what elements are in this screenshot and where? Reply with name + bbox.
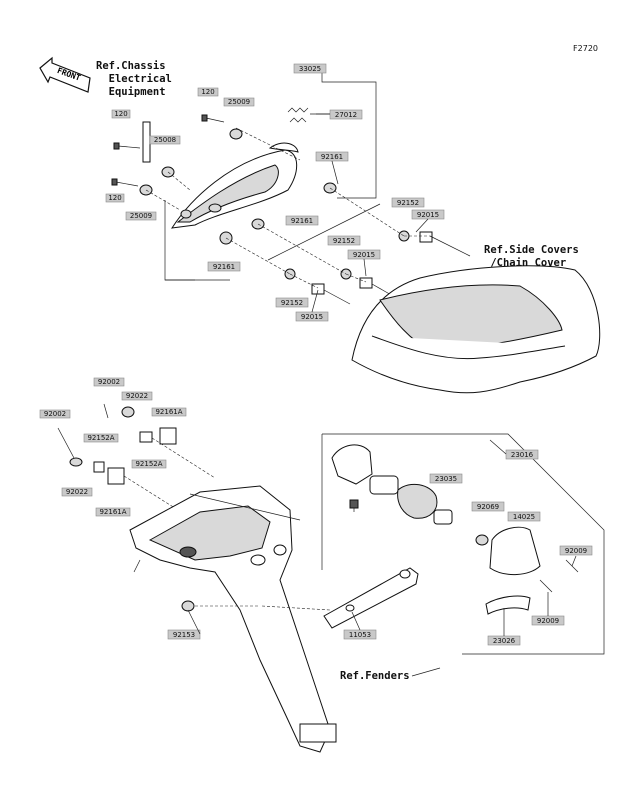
leader-lines-top	[145, 127, 471, 305]
svg-text:120: 120	[108, 194, 121, 202]
tag-92152-a: 92152	[391, 197, 425, 208]
svg-text:92152A: 92152A	[87, 434, 114, 442]
tag-92153: 92153	[167, 629, 201, 640]
svg-text:92161: 92161	[291, 217, 313, 225]
svg-text:33025: 33025	[299, 65, 321, 73]
svg-text:92015: 92015	[417, 211, 439, 219]
tag-92161-top: 92161	[315, 151, 349, 162]
tag-92161-low: 92161	[207, 261, 241, 272]
svg-text:92161A: 92161A	[155, 408, 182, 416]
front-arrow-icon: FRONT	[39, 56, 91, 93]
ref-chassis-electrical[interactable]: Ref.Chassis Electrical Equipment	[96, 60, 172, 98]
svg-text:120: 120	[201, 88, 214, 96]
svg-text:25009: 25009	[228, 98, 250, 106]
tag-92152-b: 92152	[327, 235, 361, 246]
svg-text:92153: 92153	[173, 631, 195, 639]
tag-92015-c: 92015	[295, 311, 329, 322]
ref-side-covers[interactable]: Ref.Side Covers /Chain Cover	[484, 244, 579, 269]
license-light-bracket-part	[261, 567, 419, 629]
figure-code: F2720	[573, 44, 598, 53]
tag-92152a-b: 92152A	[131, 459, 167, 469]
tag-25008: 25008	[149, 135, 181, 145]
svg-text:92022: 92022	[126, 392, 148, 400]
tail-light-group-outline	[321, 433, 605, 655]
tag-120-c: 120	[105, 193, 125, 203]
tag-92002-a: 92002	[93, 377, 125, 387]
svg-text:23035: 23035	[435, 475, 457, 483]
spring-part	[287, 107, 330, 123]
svg-text:92002: 92002	[98, 378, 120, 386]
tag-23026: 23026	[487, 635, 521, 646]
svg-text:14025: 14025	[513, 513, 535, 521]
svg-text:23016: 23016	[511, 451, 534, 459]
rear-fender-bracket-part	[129, 485, 337, 753]
tag-25009-b: 25009	[125, 211, 157, 221]
tag-92161a-a: 92161A	[151, 407, 187, 417]
tag-25009-a: 25009	[223, 97, 255, 107]
tag-23035: 23035	[429, 473, 463, 484]
tag-92022-b: 92022	[61, 487, 93, 497]
svg-text:92022: 92022	[66, 488, 88, 496]
svg-text:92069: 92069	[477, 503, 499, 511]
ref-fenders[interactable]: Ref.Fenders	[340, 670, 410, 682]
svg-text:23026: 23026	[493, 637, 516, 645]
tag-92152-c: 92152	[275, 297, 309, 308]
tail-cover-group-outline	[164, 72, 381, 281]
tag-92015-b: 92015	[347, 249, 381, 260]
tag-27012: 27012	[329, 109, 363, 120]
tag-leaders	[187, 113, 577, 677]
svg-text:27012: 27012	[335, 111, 357, 119]
tag-14025: 14025	[507, 511, 541, 522]
tail-light-parts	[331, 444, 579, 615]
svg-text:92009: 92009	[565, 547, 587, 555]
tag-33025: 33025	[293, 63, 327, 74]
tag-120-a: 120	[197, 87, 219, 97]
svg-text:92152A: 92152A	[135, 460, 162, 468]
svg-text:92015: 92015	[353, 251, 375, 259]
tag-92015-a: 92015	[411, 209, 445, 220]
svg-text:92161: 92161	[321, 153, 343, 161]
tag-92152a-a: 92152A	[83, 433, 119, 443]
tail-cover-part	[170, 142, 299, 229]
side-cover-part	[351, 265, 601, 394]
svg-text:92161A: 92161A	[99, 508, 126, 516]
tag-23016: 23016	[505, 449, 539, 460]
svg-text:92152: 92152	[281, 299, 303, 307]
svg-text:92161: 92161	[213, 263, 235, 271]
tag-92069: 92069	[471, 501, 505, 512]
svg-text:120: 120	[114, 110, 127, 118]
part-tags: 33025 120 25009 27012 120 25008 92161 12…	[39, 63, 593, 646]
tag-11053: 11053	[343, 629, 377, 640]
tag-120-b: 120	[111, 109, 131, 119]
svg-text:11053: 11053	[349, 631, 371, 639]
tag-92161-mid: 92161	[285, 215, 319, 226]
tag-92002-b: 92002	[39, 409, 71, 419]
bolt-parts-left	[57, 403, 216, 511]
svg-text:25008: 25008	[154, 136, 176, 144]
bolt-parts-top	[111, 114, 433, 295]
tag-92009-b: 92009	[531, 615, 565, 626]
tag-92161a-b: 92161A	[95, 507, 131, 517]
svg-text:92009: 92009	[537, 617, 559, 625]
svg-text:92152: 92152	[397, 199, 419, 207]
tag-92009: 92009	[559, 545, 593, 556]
svg-text:25009: 25009	[130, 212, 152, 220]
tag-92022-a: 92022	[121, 391, 153, 401]
svg-text:92015: 92015	[301, 313, 323, 321]
svg-text:92152: 92152	[333, 237, 355, 245]
svg-text:92002: 92002	[44, 410, 66, 418]
